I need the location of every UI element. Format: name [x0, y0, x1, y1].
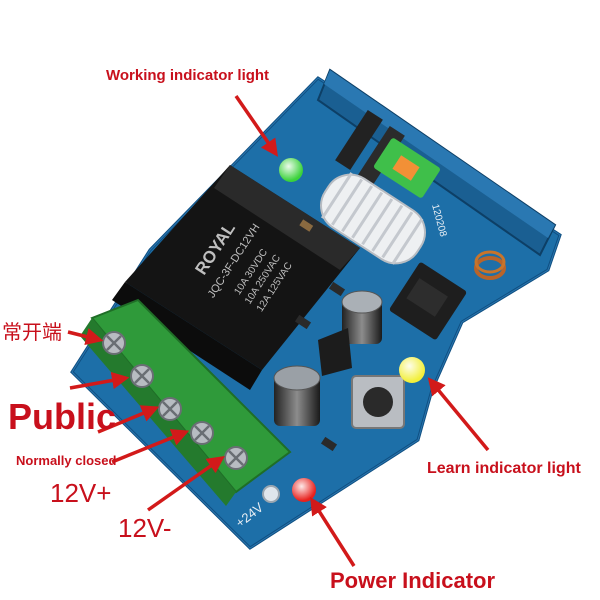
label-power-indicator: Power Indicator [330, 568, 496, 593]
learn-push-button [351, 375, 405, 429]
learn-led [399, 357, 425, 383]
transistor [318, 328, 352, 376]
smd-parts [294, 219, 346, 452]
capacitor-large [273, 365, 321, 426]
label-12v-minus: 12V- [118, 513, 172, 543]
ic-chip [389, 262, 467, 340]
label-public: Public [8, 396, 117, 437]
antenna-coil [320, 172, 426, 265]
label-normally-open: 常开端 [2, 320, 62, 344]
capacitor-small [341, 290, 383, 344]
label-12v-plus: 12V+ [50, 478, 112, 508]
crystal-component [374, 138, 440, 198]
label-working-indicator: Working indicator light [106, 67, 270, 84]
annotation-arrows [67, 95, 490, 567]
power-led [292, 478, 316, 502]
working-led [279, 158, 303, 182]
copper-inductor [474, 250, 506, 280]
label-learn-indicator: Learn indicator light [427, 460, 581, 477]
label-normally-closed: Normally closed [16, 453, 117, 468]
mounting-hole [262, 485, 280, 503]
